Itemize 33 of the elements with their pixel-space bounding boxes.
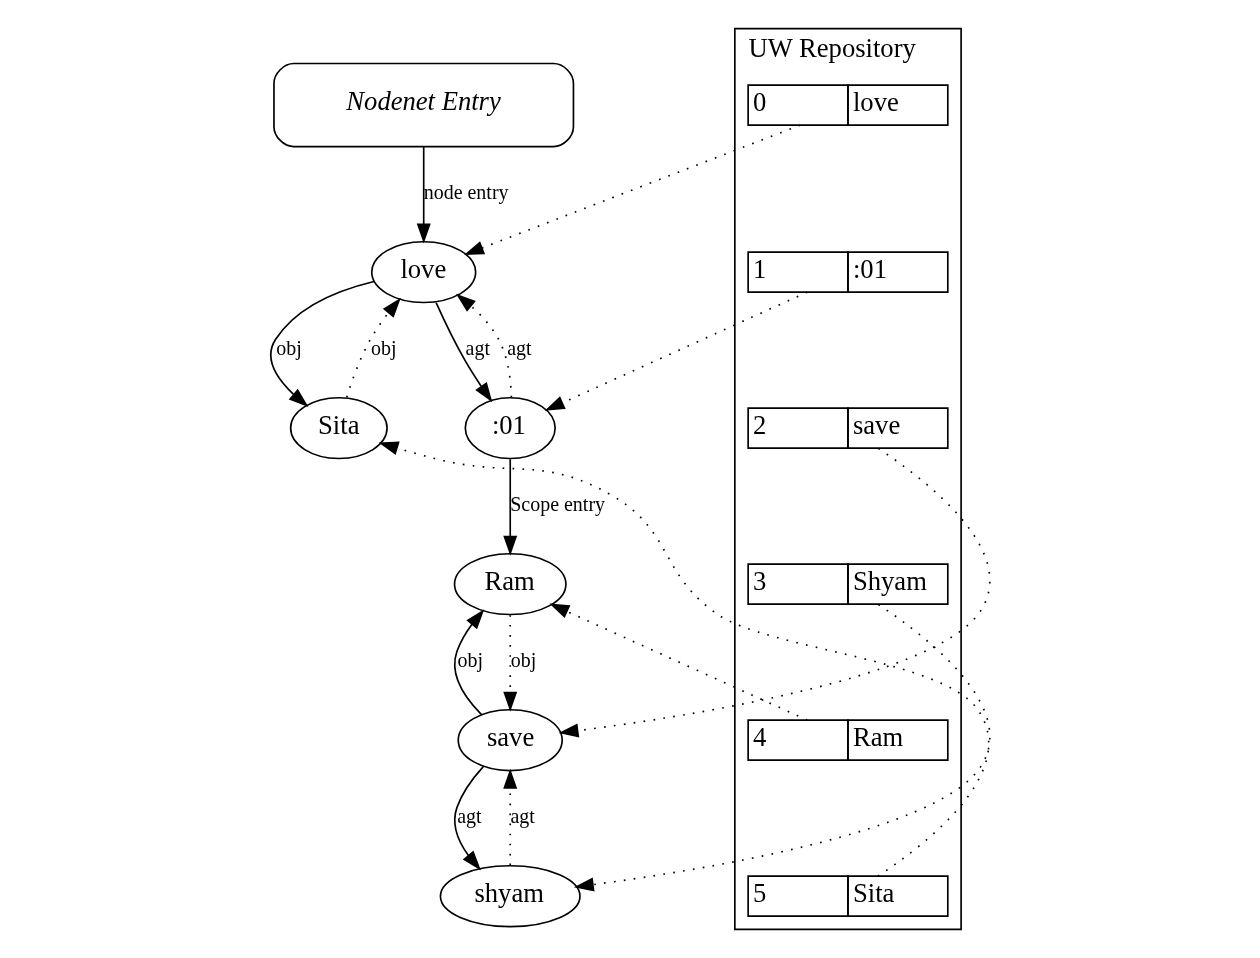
arrow bbox=[378, 441, 989, 877]
node-ellipse: save bbox=[456, 708, 563, 772]
edge-label: obj bbox=[275, 337, 302, 360]
arrow bbox=[345, 297, 401, 398]
arrow bbox=[548, 603, 808, 721]
arrow bbox=[502, 768, 517, 866]
arrow bbox=[558, 447, 991, 738]
edge-label: obj bbox=[457, 649, 483, 672]
node-box: Nodenet Entry bbox=[272, 62, 574, 148]
node-ellipse: shyam bbox=[439, 864, 581, 928]
arrow bbox=[573, 603, 991, 892]
edge-label: agt bbox=[510, 805, 535, 828]
arrow bbox=[502, 458, 517, 556]
edge-label: agt bbox=[506, 337, 532, 360]
arrow bbox=[455, 293, 512, 399]
arrow bbox=[544, 291, 808, 411]
edge-label: node entry bbox=[423, 181, 509, 204]
node-ellipse: Sita bbox=[289, 396, 388, 460]
edge-label: agt bbox=[456, 805, 482, 828]
node-ellipse: Ram bbox=[453, 552, 567, 616]
arrow bbox=[269, 280, 375, 407]
edge-label: obj bbox=[510, 649, 536, 672]
arrow bbox=[463, 124, 801, 255]
arrow bbox=[416, 145, 431, 244]
node-ellipse: :01 bbox=[463, 396, 556, 460]
node-ellipse: love bbox=[370, 240, 476, 304]
edge-label: obj bbox=[370, 337, 397, 360]
edge-label: agt bbox=[465, 337, 490, 360]
arrow bbox=[453, 609, 484, 716]
arrow bbox=[453, 765, 484, 871]
edge-label: Scope entry bbox=[509, 493, 605, 516]
arrow bbox=[434, 301, 492, 403]
arrow bbox=[502, 614, 517, 712]
